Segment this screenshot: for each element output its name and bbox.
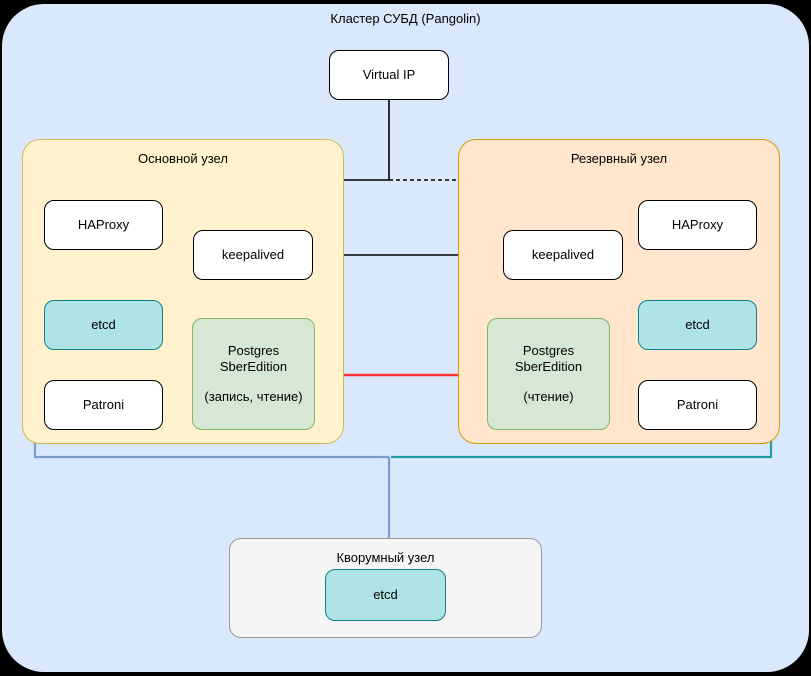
postgres-main-mode: (запись, чтение) xyxy=(204,389,303,405)
node-quorum-title: Кворумный узел xyxy=(336,550,435,565)
patroni-main-label: Patroni xyxy=(82,396,125,412)
postgres-backup-name: Postgres xyxy=(522,342,575,358)
postgres-backup-edition: SberEdition xyxy=(514,358,583,374)
keepalived-main-label: keepalived xyxy=(221,246,285,262)
postgres-backup-mode: (чтение) xyxy=(523,389,574,405)
etcd-backup-box[interactable]: etcd xyxy=(638,300,757,350)
patroni-backup-box[interactable]: Patroni xyxy=(638,380,757,430)
postgres-backup-box[interactable]: Postgres SberEdition (чтение) xyxy=(487,318,610,430)
etcd-backup-label: etcd xyxy=(685,316,710,332)
haproxy-main-box[interactable]: HAProxy xyxy=(44,200,163,250)
etcd-main-box[interactable]: etcd xyxy=(44,300,163,350)
patroni-backup-label: Patroni xyxy=(676,396,719,412)
node-main-title: Основной узел xyxy=(138,151,228,166)
haproxy-main-label: HAProxy xyxy=(77,216,130,232)
keepalived-backup-box[interactable]: keepalived xyxy=(503,230,623,280)
node-backup-title: Резервный узел xyxy=(570,151,668,166)
etcd-main-label: etcd xyxy=(91,316,116,332)
etcd-quorum-box[interactable]: etcd xyxy=(325,569,446,621)
keepalived-backup-label: keepalived xyxy=(531,246,595,262)
haproxy-backup-label: HAProxy xyxy=(671,216,724,232)
patroni-main-box[interactable]: Patroni xyxy=(44,380,163,430)
postgres-main-name: Postgres xyxy=(227,342,280,358)
postgres-main-edition: SberEdition xyxy=(219,358,288,374)
haproxy-backup-box[interactable]: HAProxy xyxy=(638,200,757,250)
virtual-ip-box[interactable]: Virtual IP xyxy=(329,50,449,100)
postgres-main-box[interactable]: Postgres SberEdition (запись, чтение) xyxy=(192,318,315,430)
virtual-ip-label: Virtual IP xyxy=(362,66,416,82)
cluster-title: Кластер СУБД (Pangolin) xyxy=(330,11,481,26)
etcd-quorum-label: etcd xyxy=(373,586,398,602)
keepalived-main-box[interactable]: keepalived xyxy=(193,230,313,280)
